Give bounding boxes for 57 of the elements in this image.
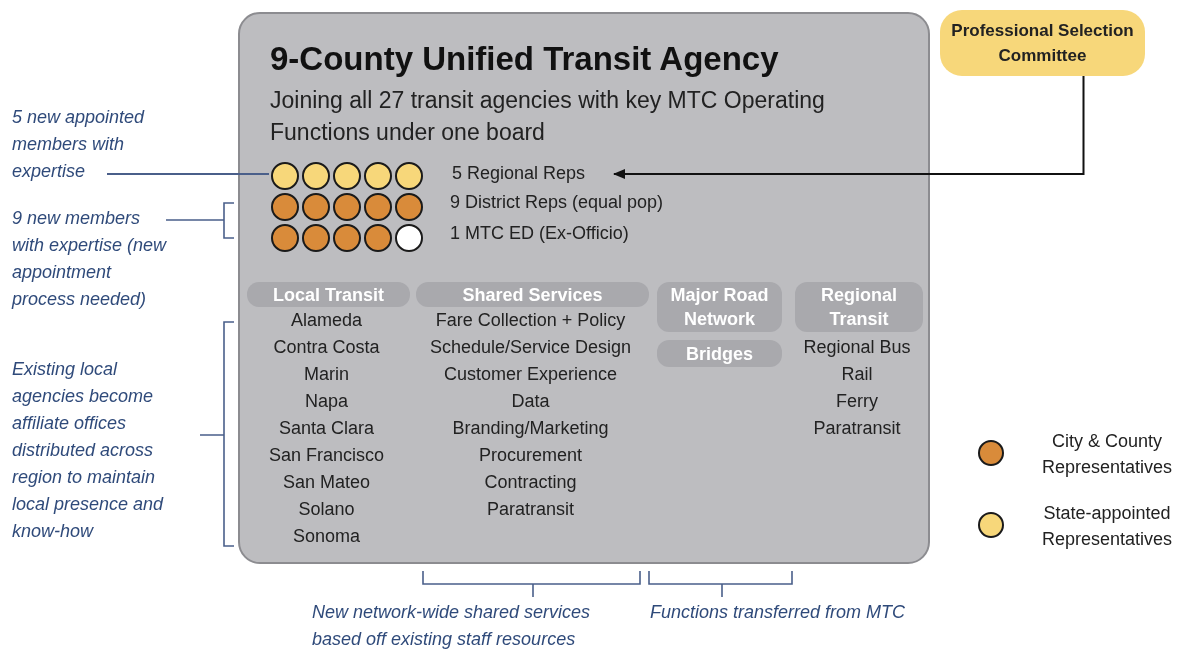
annotation-text: 5 new appointed members with expertise xyxy=(12,104,170,185)
member-circle xyxy=(271,193,299,221)
member-circle xyxy=(271,162,299,190)
category-pill: Local Transit xyxy=(247,282,410,307)
category-pill: Shared Services xyxy=(416,282,649,307)
list-item-text: Fare Collection + Policy xyxy=(434,309,627,332)
panel-subtitle: Joining all 27 transit agencies with key MTC Operating Functions under one board xyxy=(270,86,826,147)
list-item-text: Data xyxy=(510,390,551,413)
list-item-text: Marin xyxy=(303,363,350,386)
list-item-text: San Francisco xyxy=(267,444,386,467)
list-item-text: Branding/Marketing xyxy=(451,417,610,440)
member-circle xyxy=(395,193,423,221)
list-item-text: Paratransit xyxy=(812,417,902,440)
annotation-text: New network-wide shared services based off existing staff resources xyxy=(312,601,592,651)
list-item-text: Paratransit xyxy=(485,498,575,521)
annotation-text: Functions transferred from MTC xyxy=(650,601,907,624)
member-circle xyxy=(364,162,392,190)
member-circle xyxy=(395,224,423,252)
category-pill: Bridges xyxy=(657,340,782,367)
legend-text: State-appointed Representatives xyxy=(1040,502,1174,551)
rep-count-text: 9 District Reps (equal pop) xyxy=(450,192,664,213)
list-item-text: San Mateo xyxy=(281,471,372,494)
list-item-text: Solano xyxy=(297,498,356,521)
agency-panel xyxy=(238,12,930,564)
rep-count-text: 1 MTC ED (Ex-Officio) xyxy=(450,223,629,244)
rep-count-text: 5 Regional Reps xyxy=(452,163,586,189)
list-item-text: Ferry xyxy=(835,390,879,413)
list-item-text: Contra Costa xyxy=(272,336,381,359)
list-item-text: Sonoma xyxy=(291,525,361,548)
list-item-text: Schedule/Service Design xyxy=(428,336,633,359)
arrow xyxy=(613,75,1085,179)
list-item-text: Regional Bus xyxy=(802,336,912,359)
annotation-text: 9 new members with expertise (new appointment process needed) xyxy=(12,207,168,311)
member-circle xyxy=(302,224,330,252)
list-item-text: Napa xyxy=(304,390,349,413)
member-circle xyxy=(333,162,361,190)
list-item-text: Procurement xyxy=(477,444,583,467)
category-pill: Regional Transit xyxy=(795,282,923,332)
category-pill: Major Road Network xyxy=(657,282,782,332)
list-item-text: Customer Experience xyxy=(442,363,619,386)
member-circle xyxy=(302,162,330,190)
list-item-text: Santa Clara xyxy=(277,417,376,440)
member-circle xyxy=(364,193,392,221)
member-circle xyxy=(333,224,361,252)
list-item-text: Contracting xyxy=(483,471,578,494)
list-item-text: Alameda xyxy=(289,309,363,332)
legend-text: City & County Representatives xyxy=(1040,430,1174,479)
leader-line xyxy=(106,173,270,175)
member-circle xyxy=(271,224,299,252)
member-circle xyxy=(302,193,330,221)
committee-pill: Professional Selection Committee xyxy=(940,10,1145,76)
annotation-text: Existing local agencies become affiliate offices distributed across region to maintain local presence and know-how xyxy=(12,358,165,543)
member-circle xyxy=(395,162,423,190)
member-circle xyxy=(333,193,361,221)
list-item-text: Rail xyxy=(840,363,874,386)
panel-title: 9-County Unified Transit Agency xyxy=(270,40,779,78)
member-circle xyxy=(364,224,392,252)
